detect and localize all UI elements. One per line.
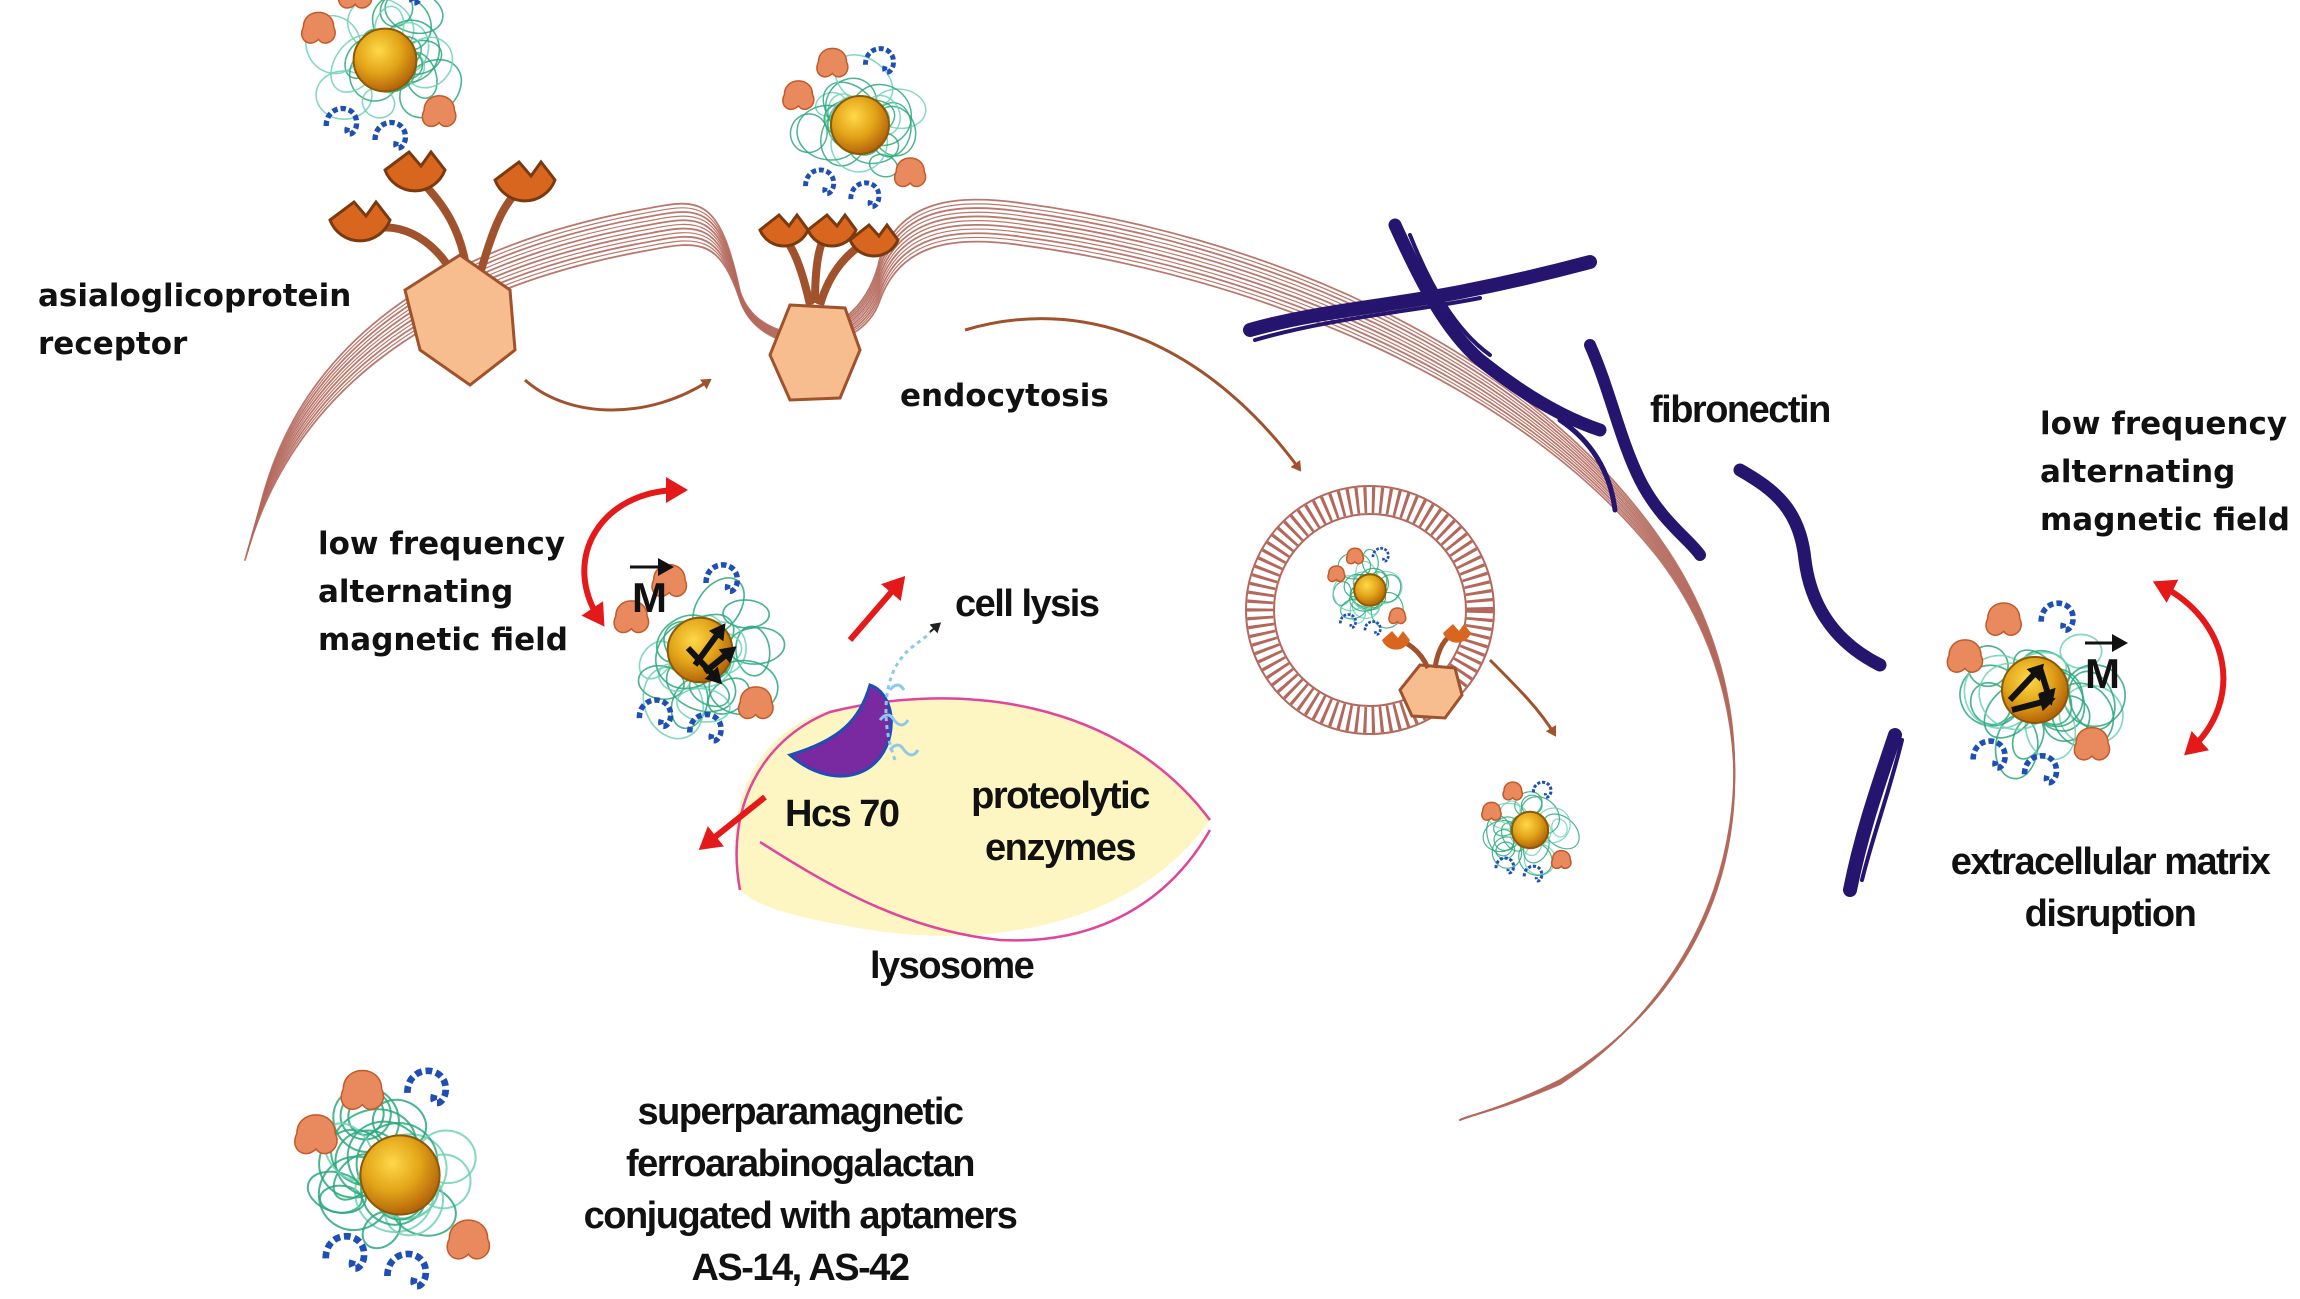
cell-lysis-fragments [878, 622, 942, 761]
field-label-left: low frequency alternating magnetic field [318, 526, 568, 658]
ecm-disruption-label: extracellular matrix disruption [1950, 841, 2271, 935]
moment-label-left: M [632, 574, 667, 621]
receptor-pit [758, 212, 900, 402]
cell-membrane [244, 198, 1736, 1121]
nanoparticle-endosome [1327, 547, 1407, 636]
transport-arrows [524, 317, 1557, 737]
field-arrows [581, 477, 2227, 850]
fibronectin-label: fibronectin [1650, 389, 1831, 431]
receptor-label: asialoglicoprotein receptor [38, 278, 352, 362]
endocytosis-label: endocytosis [900, 378, 1109, 414]
hsc70-protein [786, 683, 893, 778]
cell-lysis-label: cell lysis [955, 583, 1100, 625]
fibronectin-fibers [1243, 218, 1904, 897]
hsc70-label: Hcs 70 [785, 793, 900, 835]
nanoparticle-top-middle [782, 46, 927, 209]
moment-label-right: M [2085, 650, 2120, 697]
proteolytic-enzymes-label: proteolytic enzymes [971, 775, 1150, 869]
field-label-right: low frequency alternating magnetic field [2040, 406, 2290, 538]
moment-arrows [630, 558, 2128, 713]
receptor-left [328, 149, 557, 387]
endosome-vesicle [1245, 485, 1495, 735]
nanoparticle-top-left [301, 0, 463, 151]
lysosome-label: lysosome [870, 945, 1035, 987]
nanoparticle-description: superparamagnetic ferroarabinogalactan c… [583, 1091, 1018, 1289]
nanoparticle-legend [294, 1067, 491, 1290]
nanoparticle-released [1481, 780, 1580, 883]
